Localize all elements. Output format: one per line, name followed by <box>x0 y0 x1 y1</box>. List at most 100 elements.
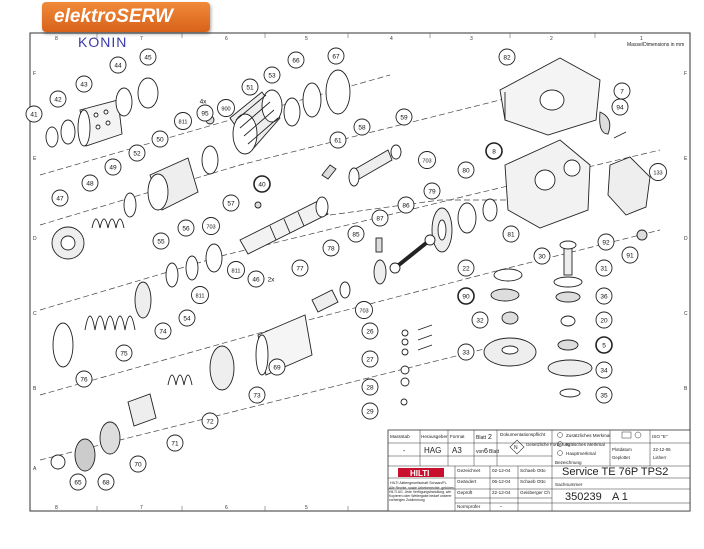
callout-48: 48 <box>81 174 99 192</box>
blatt2-label: Blatt <box>489 449 500 455</box>
callout-number: 73 <box>253 392 261 399</box>
callout-number: 53 <box>268 72 276 79</box>
callout-number: 27 <box>366 356 374 363</box>
part-78-ring <box>339 281 351 299</box>
callout-number: 95 <box>201 110 209 117</box>
callout-51: 51 <box>241 78 259 96</box>
part-47-gear <box>51 226 85 260</box>
kritisch-label: Kritisches Merkmal <box>566 442 605 447</box>
callout-number: 36 <box>600 293 608 300</box>
callout-7: 7 <box>613 82 631 100</box>
callout-number: 69 <box>273 364 281 371</box>
haupt-label: Hauptmerkmal <box>566 451 596 456</box>
callout-number: 55 <box>157 238 165 245</box>
haupt-icon <box>557 450 563 456</box>
callout-number: 85 <box>352 231 360 238</box>
column-label-bottom: 5 <box>305 505 308 511</box>
callout-number: 29 <box>366 408 374 415</box>
callout-47: 47 <box>51 189 69 207</box>
column-label-top: 8 <box>55 36 58 42</box>
callout-65: 65 <box>69 473 87 491</box>
callout-number: 81 <box>507 231 515 238</box>
callout-703: 703 <box>355 301 373 319</box>
callout-53: 53 <box>263 66 281 84</box>
gesetz-label: Gesetzliche Forderung <box>526 442 571 447</box>
revision-value: A 1 <box>612 491 628 503</box>
part-77-piston <box>311 289 339 313</box>
callout-number: 82 <box>503 54 511 61</box>
callout-54: 54 <box>178 309 196 327</box>
part-91-screw <box>636 229 648 241</box>
callout-35: 35 <box>595 386 613 404</box>
callout-703: 703 <box>418 151 436 169</box>
normpruefer-label: Normprüfer <box>457 504 481 509</box>
column-label-bottom: 8 <box>55 505 58 511</box>
callout-number: 43 <box>80 81 88 88</box>
part-72-spring <box>167 374 193 386</box>
part-32 <box>560 315 576 327</box>
projection-symbol-icon <box>621 431 642 439</box>
callout-number: 78 <box>327 245 335 252</box>
column-label-top: 2 <box>550 36 553 42</box>
callout-number: 49 <box>109 164 117 171</box>
normpruefer-value: - <box>500 504 502 510</box>
callout-91: 91 <box>621 246 639 264</box>
callout-number: 811 <box>196 293 205 299</box>
part-65-cap <box>50 454 66 470</box>
part-51-clutch <box>229 89 283 155</box>
callout-34: 34 <box>595 361 613 379</box>
von-label: von <box>476 449 484 455</box>
massstab-label: Massstab <box>390 434 410 439</box>
callout-42: 42 <box>49 90 67 108</box>
geprueft-date: 22-12-04 <box>492 490 511 495</box>
callout-number: 44 <box>114 62 122 69</box>
callout-number: 70 <box>134 461 142 468</box>
row-label-left: A <box>33 466 37 472</box>
part-49-ring <box>123 192 137 218</box>
part-56-ring <box>185 255 199 281</box>
part-5-gear <box>483 337 537 367</box>
row-label-right: B <box>684 386 688 392</box>
part-87-pin <box>375 237 383 253</box>
part-79-gear <box>431 207 453 253</box>
callout-number: 20 <box>600 317 608 324</box>
callout-95: 95 <box>196 104 214 122</box>
title-block: Massstab - Herausgeber HAG Format A3 Bla… <box>387 429 691 512</box>
blatt-value: 2 <box>488 434 492 441</box>
iso-label: ISO "E" <box>652 434 668 439</box>
callout-number: 50 <box>156 136 164 143</box>
callout-number: 66 <box>292 57 300 64</box>
callout-number: 76 <box>80 376 88 383</box>
callout-78: 78 <box>322 239 340 257</box>
callout-79: 79 <box>423 182 441 200</box>
callout-number: 28 <box>366 384 374 391</box>
callout-number: 92 <box>602 239 610 246</box>
part-22-ring <box>493 268 523 282</box>
part-86-conrod <box>389 234 436 274</box>
callout-4x: 4x <box>200 98 208 105</box>
geplottet-label: Geplottet <box>612 455 631 460</box>
herausgeber-value: HAG <box>424 446 441 455</box>
callout-77: 77 <box>291 259 309 277</box>
part-34-gear <box>547 359 593 377</box>
callout-number: 57 <box>227 200 235 207</box>
dok-label: Dokumentationspflicht <box>500 432 546 437</box>
column-label-bottom: 7 <box>140 505 143 511</box>
callout-number: 91 <box>626 252 634 259</box>
callout-number: 54 <box>183 315 191 322</box>
part-703-oring <box>205 243 223 273</box>
callout-59: 59 <box>395 108 413 126</box>
part-85-gear <box>373 259 387 285</box>
callout-68: 68 <box>97 473 115 491</box>
part-61 <box>321 164 337 180</box>
plotdatum-label: Plotdatum <box>612 447 632 452</box>
svg-text:HILTI: HILTI <box>410 469 429 478</box>
callout-71: 71 <box>166 434 184 452</box>
callout-number: 703 <box>206 224 215 230</box>
part-36-bearing <box>555 291 581 303</box>
part-71-sleeve <box>127 393 157 427</box>
part-81-ring <box>482 198 498 222</box>
